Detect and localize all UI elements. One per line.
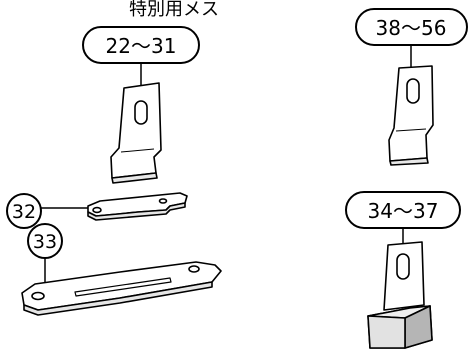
plate-slot <box>74 277 172 297</box>
callout-label: 32 <box>12 201 36 223</box>
blade-body <box>110 82 162 179</box>
knife-34-37 <box>367 241 433 349</box>
plate-hole <box>31 291 45 301</box>
callout-38-56: 38〜56 <box>355 8 468 67</box>
bend-line <box>120 148 155 153</box>
bend-line <box>395 128 427 132</box>
callout-34-37: 34〜37 <box>345 191 461 244</box>
section-title: 特別用メス <box>129 0 219 20</box>
slot-hole <box>134 100 148 125</box>
callout-label: 38〜56 <box>376 16 447 40</box>
callout-33: 33 <box>27 223 63 282</box>
knife-38-56 <box>388 65 434 166</box>
plate-33 <box>21 261 222 316</box>
callout-bubble <box>6 193 42 229</box>
callout-label: 22〜31 <box>106 34 177 58</box>
callout-32: 32 <box>6 193 88 229</box>
blade-edge <box>111 172 158 184</box>
plate-hole <box>92 206 102 214</box>
callout-22-31: 22〜31 <box>82 26 200 86</box>
knife-block-front <box>367 315 406 349</box>
plate-hole <box>158 198 168 204</box>
plate-side <box>87 202 186 221</box>
blade-edge <box>389 157 429 166</box>
slot-hole <box>406 78 420 104</box>
slot-hole <box>396 253 410 280</box>
plate-hole <box>188 265 200 273</box>
callout-label: 33 <box>33 231 57 253</box>
plate-side <box>23 281 213 316</box>
plate-32 <box>87 192 188 221</box>
knife-22-31 <box>110 82 162 184</box>
callout-label: 34〜37 <box>368 199 439 223</box>
